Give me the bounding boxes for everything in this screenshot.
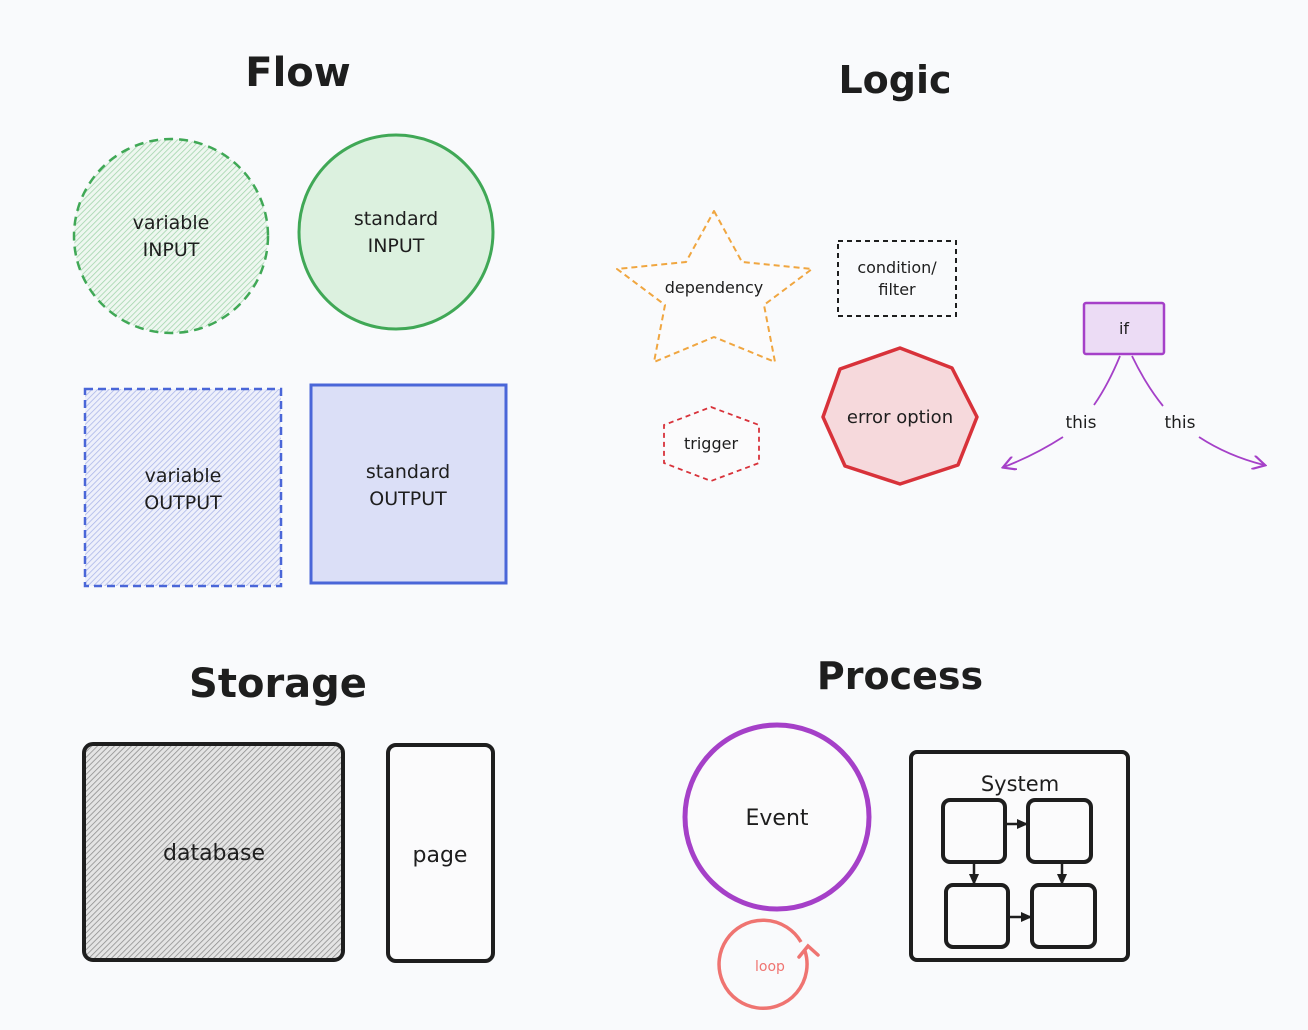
if-decision-shape[interactable]: if [1082,301,1166,356]
section-title-process: Process [817,654,983,698]
variable-input-label-1: variable [133,212,210,234]
system-node-top-left [941,798,1007,864]
branch-right-arrow [1198,436,1264,465]
page-label: page [413,843,468,868]
section-title-flow: Flow [245,50,350,96]
branch-left-arrow [1004,436,1064,467]
loop-shape[interactable]: loop [717,918,820,1010]
system-shape[interactable]: System [909,750,1130,962]
variable-input-shape[interactable]: variable INPUT [72,137,270,335]
standard-output-label-1: standard [366,461,450,483]
variable-output-label-1: variable [145,465,222,487]
trigger-hexagon-shape[interactable]: trigger [663,406,760,482]
condition-filter-shape[interactable]: condition/ filter [837,240,957,317]
dependency-label: dependency [665,278,764,297]
section-title-storage: Storage [189,661,367,707]
system-node-top-right [1026,798,1093,864]
trigger-label: trigger [684,434,738,453]
error-option-label: error option [847,407,953,428]
section-title-logic: Logic [838,58,951,102]
event-label: Event [745,806,808,831]
dependency-star-shape[interactable]: dependency [616,210,813,363]
variable-output-shape[interactable]: variable OUTPUT [83,387,283,588]
page-shape[interactable]: page [386,743,495,963]
error-option-octagon-shape[interactable]: error option [821,346,979,486]
loop-label: loop [755,959,785,975]
database-label: database [163,841,265,866]
branch-right-label: this [1164,413,1195,433]
branch-left-label: this [1065,413,1096,433]
standard-input-label-2: INPUT [368,235,425,257]
if-label: if [1119,319,1129,338]
standard-output-label-2: OUTPUT [369,488,447,510]
standard-output-shape[interactable]: standard OUTPUT [309,383,508,585]
loop-circle [717,918,809,1010]
condition-filter-label-2: filter [878,280,916,299]
loop-arrow-icon [797,943,820,959]
standard-input-shape[interactable]: standard INPUT [297,133,495,331]
variable-input-label-2: INPUT [143,239,200,261]
variable-output-label-2: OUTPUT [144,492,222,514]
if-branch-left-line [1093,355,1121,406]
database-shape[interactable]: database [82,742,345,962]
system-label: System [981,772,1059,796]
standard-input-label-1: standard [354,208,438,230]
event-shape[interactable]: Event [682,722,872,912]
condition-filter-label-1: condition/ [857,258,937,277]
if-branch-right-line [1131,355,1164,407]
